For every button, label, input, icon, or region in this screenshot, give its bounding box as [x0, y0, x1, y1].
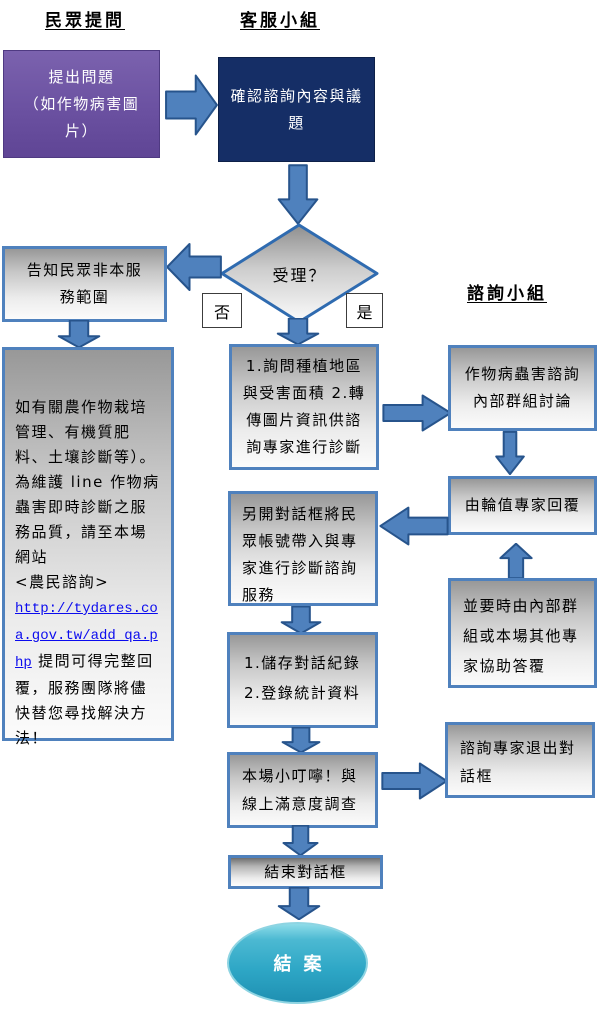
- node-reminder-survey: 本場小叮嚀！與 線上滿意度調查: [227, 752, 378, 828]
- arrow-right-icon: [381, 762, 448, 800]
- arrow-down-icon: [278, 887, 320, 920]
- arrow-up-icon: [499, 543, 533, 579]
- branch-label-no: 否: [202, 293, 242, 328]
- arrow-right-icon: [382, 394, 452, 432]
- node-confirm-topic: 確認諮詢內容與議 題: [218, 57, 375, 162]
- arrow-down-icon: [495, 431, 525, 475]
- arrow-down-icon: [278, 164, 318, 225]
- node-duty-expert-reply: 由輪值專家回覆: [448, 476, 597, 535]
- arrow-down-icon: [281, 606, 321, 634]
- arrow-down-icon: [277, 318, 319, 345]
- out-of-scope-text-tail: 提問可得完整回覆，服務團隊將儘快替您尋找解決方法！: [15, 652, 154, 747]
- qa-link[interactable]: http://tydares.coa.gov.tw/add_qa.php: [15, 601, 158, 671]
- node-ask-region-forward-photos: 1.詢問種植地區 與受害面積 2.轉 傳圖片資訊供諮 詢專家進行診斷: [229, 344, 379, 470]
- arrow-right-icon: [165, 74, 218, 136]
- header-service-team: 客服小組: [240, 11, 320, 31]
- node-save-records: 1.儲存對話紀錄 2.登錄統計資料: [227, 632, 378, 728]
- node-end-dialog: 結束對話框: [228, 855, 383, 889]
- node-open-dialog-with-expert: 另開對話框將民 眾帳號帶入與專 家進行診斷諮詢 服務: [228, 491, 378, 606]
- branch-label-yes: 是: [346, 293, 383, 328]
- header-public-questions: 民眾提問: [45, 11, 125, 31]
- arrow-down-icon: [283, 825, 318, 856]
- arrow-down-icon: [58, 320, 100, 348]
- header-consult-team: 諮詢小組: [467, 284, 547, 304]
- node-notify-out-of-scope: 告知民眾非本服 務範圍: [2, 246, 167, 322]
- node-expert-exit-dialog: 諮詢專家退出對 話框: [445, 722, 595, 798]
- decision-accept-label: 受理？: [272, 265, 327, 285]
- arrow-down-icon: [282, 727, 320, 753]
- terminator-close-case: 結案: [227, 922, 368, 1004]
- arrow-left-icon: [166, 243, 222, 291]
- node-out-of-scope-detail: 如有關農作物栽培 管理、有機質肥 料、土壤診斷等）。 為維護 line 作物病 …: [2, 347, 174, 747]
- node-submit-question: 提出問題 （如作物病害圖 片）: [3, 50, 160, 158]
- node-assist-reply: 並要時由內部群 組或本場其他專 家協助答覆: [448, 578, 597, 688]
- out-of-scope-text: 如有關農作物栽培 管理、有機質肥 料、土壤診斷等）。 為維護 line 作物病 …: [15, 398, 160, 591]
- arrow-left-icon: [379, 506, 449, 546]
- node-internal-group-discussion: 作物病蟲害諮詢 內部群組討論: [448, 345, 597, 431]
